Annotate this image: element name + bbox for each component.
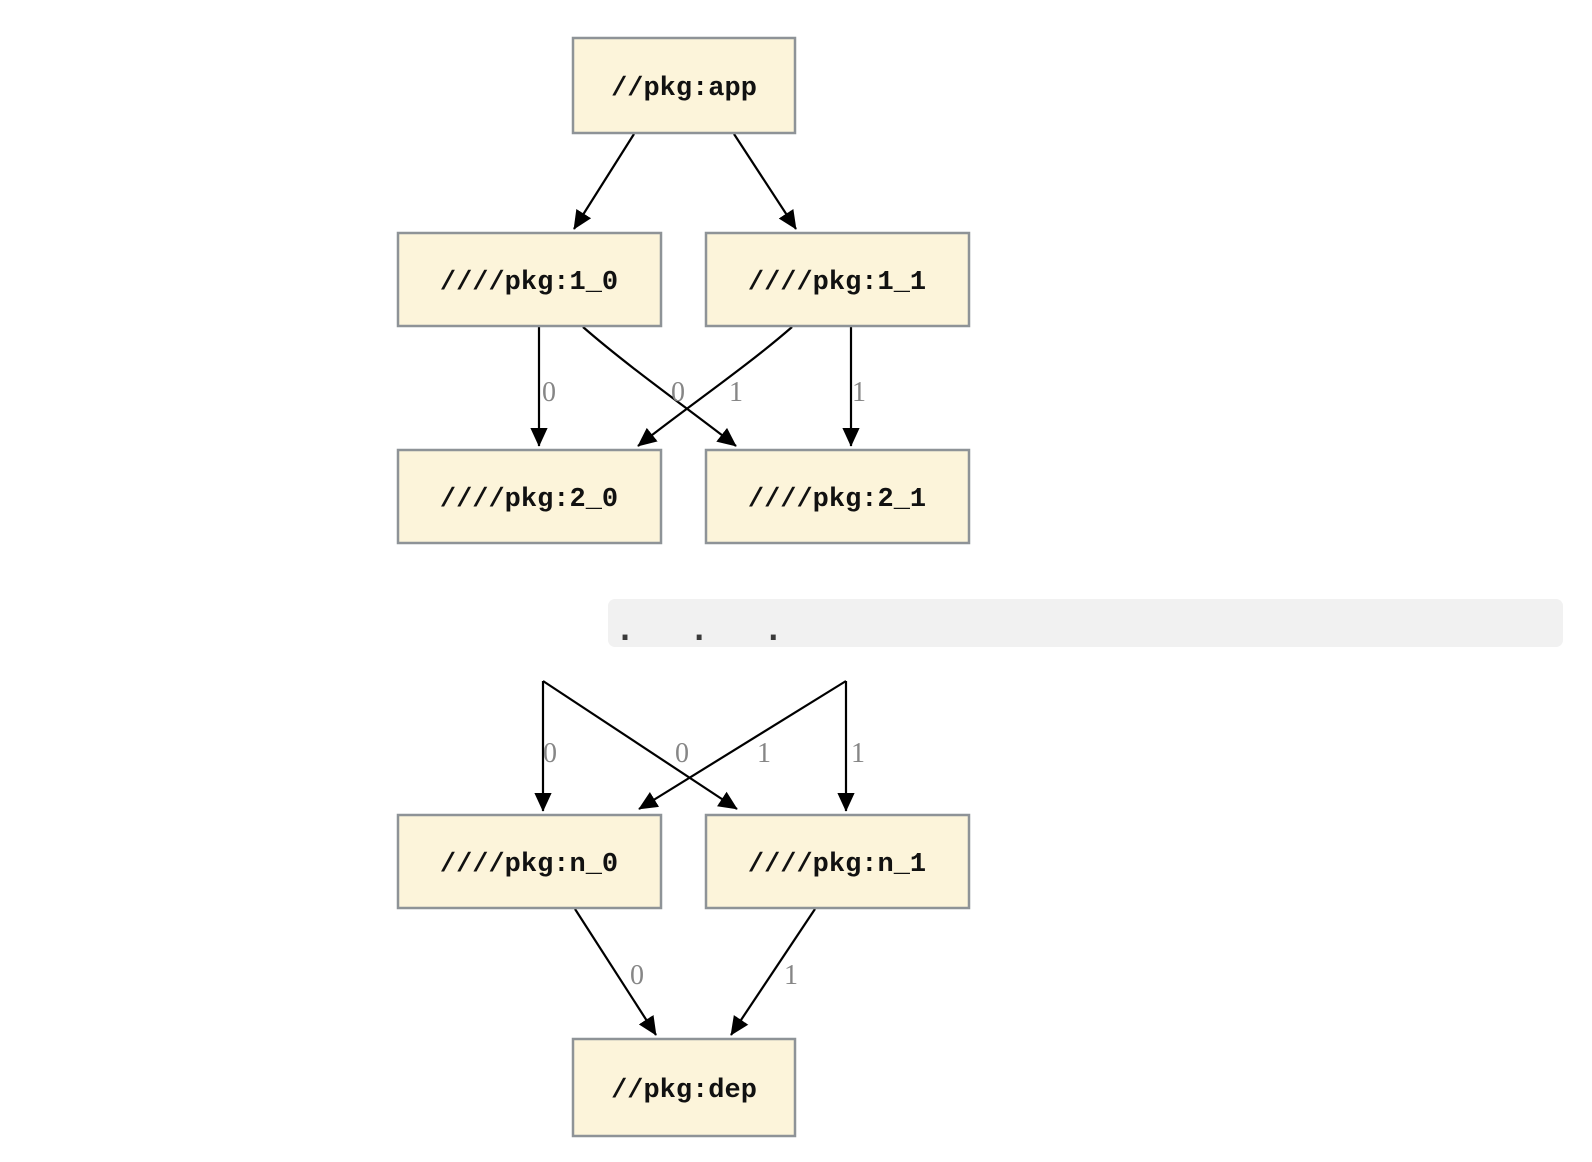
edge-label-right-n_1: 1 xyxy=(851,738,865,769)
edge-app-to-1_1 xyxy=(733,133,797,230)
node-2_0-label: ////pkg:2_0 xyxy=(440,485,618,515)
node-1_1-label: ////pkg:1_1 xyxy=(748,268,926,298)
node-n_0-box xyxy=(396,813,663,910)
edge-app-to-1_0 xyxy=(573,133,635,230)
edge-label-1_0-2_0: 0 xyxy=(542,377,556,408)
ellipsis-band-group: . . . xyxy=(608,599,1563,648)
edge-label-1_1-2_0: 0 xyxy=(671,377,685,408)
node-n_1-label: ////pkg:n_1 xyxy=(748,850,926,880)
edge-label-right-n_0: 0 xyxy=(675,738,689,769)
edge-1_0-to-2_1 xyxy=(582,326,737,447)
edge-label-n_1-dep: 1 xyxy=(784,960,798,991)
node-n_1: ////pkg:n_1 xyxy=(704,813,971,910)
edges-group xyxy=(530,133,860,1036)
node-n_0: ////pkg:n_0 xyxy=(396,813,663,910)
node-app-box xyxy=(571,36,797,135)
node-2_0-box xyxy=(396,448,663,545)
node-1_1-box xyxy=(704,231,971,328)
node-2_1-box xyxy=(704,448,971,545)
node-1_1: ////pkg:1_1 xyxy=(704,231,971,328)
node-1_0-box xyxy=(396,231,663,328)
node-dep-box xyxy=(571,1037,797,1138)
node-n_0-label: ////pkg:n_0 xyxy=(440,850,618,880)
edge-label-1_1-2_1: 1 xyxy=(852,377,866,408)
node-dep: //pkg:dep xyxy=(571,1037,797,1138)
edge-ellipsis-right-to-n_0 xyxy=(638,680,847,810)
node-n_1-box xyxy=(704,813,971,910)
edge-label-left-n_0: 0 xyxy=(543,738,557,769)
edge-ellipsis-left-to-n_1 xyxy=(542,680,738,810)
node-dep-label: //pkg:dep xyxy=(611,1076,757,1106)
node-2_1-label: ////pkg:2_1 xyxy=(748,485,926,515)
node-app-label: //pkg:app xyxy=(611,74,757,104)
edge-label-1_0-2_1: 1 xyxy=(729,377,743,408)
edge-1_1-to-2_0 xyxy=(637,326,793,447)
node-2_0: ////pkg:2_0 xyxy=(396,448,663,545)
ellipsis-band xyxy=(608,599,1563,647)
edge-labels-group: 0 0 1 1 0 0 1 1 0 1 xyxy=(542,377,866,991)
edge-label-n_0-dep: 0 xyxy=(630,960,644,991)
node-2_1: ////pkg:2_1 xyxy=(704,448,971,545)
edge-n_1-to-dep xyxy=(730,908,816,1036)
ellipsis-dots: . . . xyxy=(616,613,801,648)
edge-label-left-n_1: 1 xyxy=(757,738,771,769)
node-1_0-label: ////pkg:1_0 xyxy=(440,268,618,298)
node-1_0: ////pkg:1_0 xyxy=(396,231,663,328)
edge-n_0-to-dep xyxy=(574,908,657,1036)
node-app: //pkg:app xyxy=(571,36,797,135)
